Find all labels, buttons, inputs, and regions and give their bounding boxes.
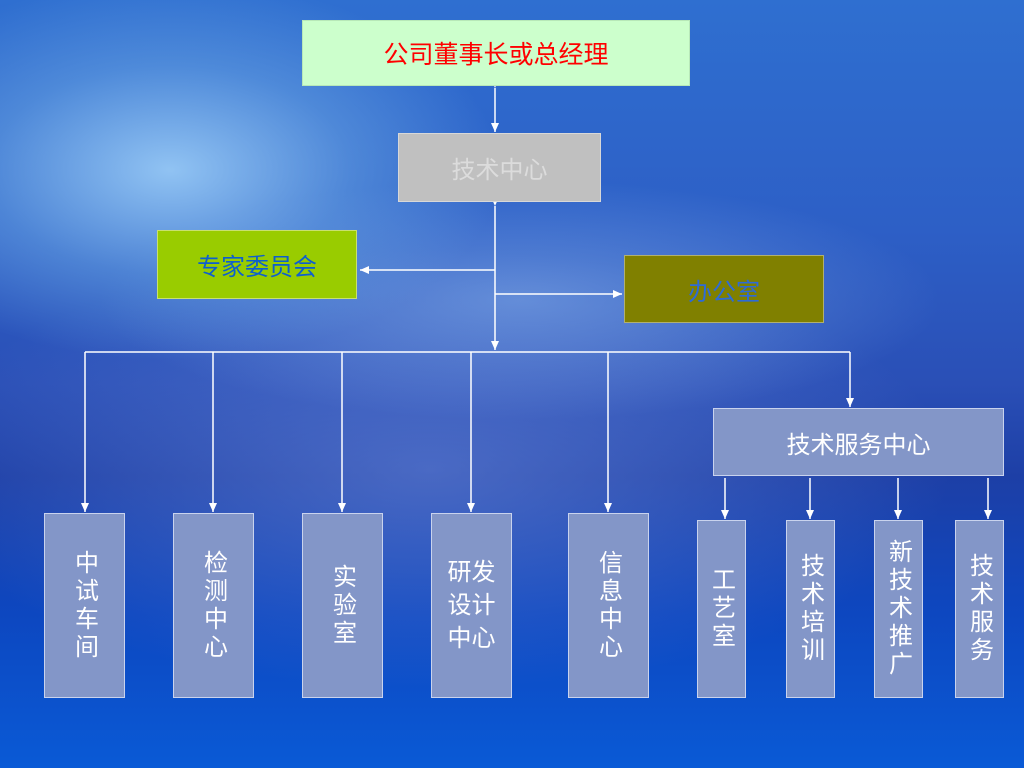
node-office-label: 办公室 [688, 277, 760, 306]
node-testing-center-label: 检测中心 [199, 549, 228, 662]
node-expert-committee-label: 专家委员会 [197, 253, 317, 281]
node-rnd-center: 研发设计中心 [431, 513, 512, 698]
node-service-center: 技术服务中心 [713, 408, 1004, 476]
node-tech-promotion-label: 新技术推广 [884, 539, 913, 679]
node-tech-training-label: 技术培训 [796, 553, 825, 665]
node-laboratory-label: 实验室 [328, 563, 357, 648]
node-info-center: 信息中心 [568, 513, 649, 698]
node-service-center-label: 技术服务中心 [786, 430, 931, 459]
node-info-center-label: 信息中心 [594, 549, 623, 662]
node-top-management-label: 公司董事长或总经理 [383, 40, 609, 69]
node-tech-service: 技术服务 [955, 520, 1004, 698]
node-tech-service-label: 技术服务 [965, 553, 994, 665]
node-tech-promotion: 新技术推广 [874, 520, 923, 698]
node-tech-training: 技术培训 [786, 520, 835, 698]
node-testing-center: 检测中心 [173, 513, 254, 698]
node-office: 办公室 [624, 255, 824, 323]
node-pilot-workshop: 中试车间 [44, 513, 125, 698]
node-rnd-center-label: 研发设计中心 [447, 558, 496, 652]
node-laboratory: 实验室 [302, 513, 383, 698]
node-tech-center: 技术中心 [398, 133, 601, 202]
node-tech-center-label: 技术中心 [451, 156, 548, 184]
node-expert-committee: 专家委员会 [157, 230, 357, 299]
node-process-room: 工艺室 [697, 520, 746, 698]
node-top-management: 公司董事长或总经理 [302, 20, 690, 86]
node-pilot-workshop-label: 中试车间 [70, 549, 99, 662]
node-process-room-label: 工艺室 [707, 567, 736, 651]
